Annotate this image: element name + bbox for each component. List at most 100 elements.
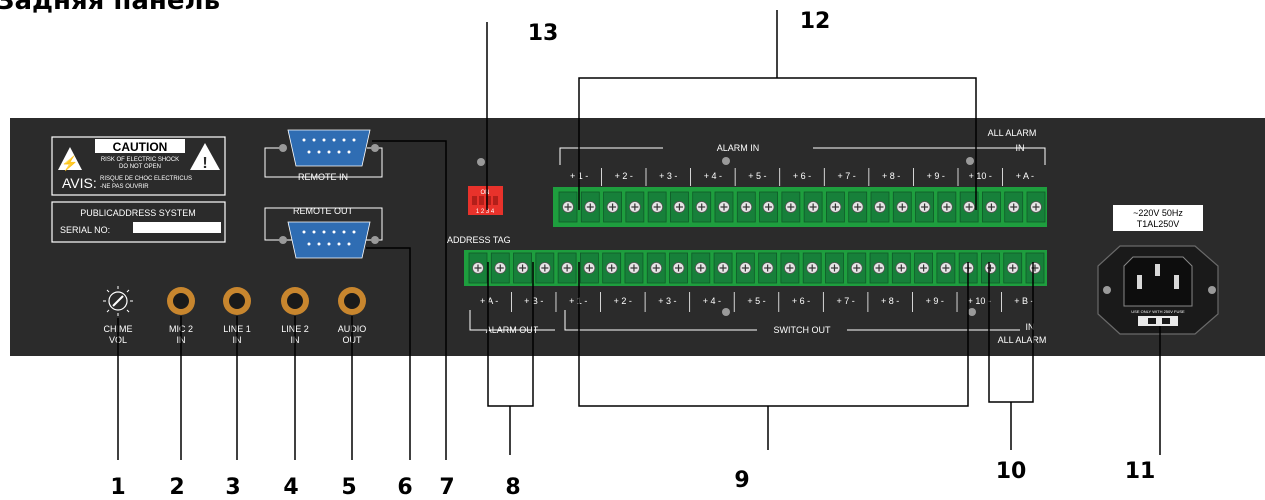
channel-label: + 7 - [836, 296, 854, 306]
in-top-label: IN [1016, 143, 1025, 153]
dip-numbers: 1 2 3 4 [476, 209, 495, 215]
callout-7: 7 [439, 475, 454, 495]
terminal-screw [847, 252, 867, 284]
remote-in-connector: REMOTE IN [264, 129, 383, 182]
alarm-in-label: ALARM IN [717, 143, 760, 153]
caution-line2: DO NOT OPEN [119, 164, 161, 170]
channel-label: + 2 - [615, 171, 633, 181]
terminal-screw [780, 252, 800, 284]
jack-line2 [281, 287, 309, 315]
caution-fr2: -NE PAS OUVRIR [100, 184, 149, 190]
jack-audio-out [338, 287, 366, 315]
chime-vol-knob [103, 286, 133, 316]
terminal-screw [557, 252, 577, 284]
terminal-screw [692, 191, 712, 223]
terminal-screw [535, 252, 555, 284]
channel-label: + 5 - [748, 171, 766, 181]
terminal-screw [870, 191, 890, 223]
terminal-screw [826, 191, 845, 223]
terminal-screw [647, 191, 667, 223]
channel-label: + 9 - [927, 171, 945, 181]
channel-label: + 8 - [881, 296, 899, 306]
remote-out-connector: REMOTE OUT [264, 206, 383, 259]
terminal-screw [735, 252, 755, 284]
remote-in-label: REMOTE IN [298, 172, 348, 182]
terminal-screw [691, 252, 711, 284]
terminal-screw [891, 252, 911, 284]
callout-13: 13 [528, 21, 559, 46]
serial-label-text: SERIAL NO: [60, 225, 110, 235]
terminal-screw [825, 252, 844, 284]
terminal-screw [646, 252, 666, 284]
channel-label: + 3 - [658, 296, 676, 306]
terminal-screw [892, 191, 912, 223]
channel-label: + 4 - [704, 171, 722, 181]
page-title: Задняя панель [0, 0, 221, 16]
warning-right-icon [190, 143, 220, 170]
callout-3: 3 [225, 475, 240, 495]
terminal-screw [603, 191, 622, 223]
power-inlet: ~220V 50Hz T1AL250V USE ONLY WITH 250V F… [1097, 205, 1219, 335]
terminal-screw [580, 252, 599, 284]
fuse-note: USE ONLY WITH 250V FUSE [1131, 309, 1185, 314]
terminal-screw [736, 191, 756, 223]
callout-4: 4 [283, 475, 298, 495]
remote-out-label: REMOTE OUT [293, 206, 354, 216]
terminal-screw [1026, 191, 1046, 223]
terminal-screw [937, 191, 957, 223]
callout-leaders [117, 10, 1161, 460]
terminal-screw [914, 252, 933, 284]
channel-label: + A - [480, 296, 498, 306]
callout-11: 11 [1125, 459, 1156, 484]
switch-out-terminal-block: + A -+ B -+ 1 -+ 2 -+ 3 -+ 4 -+ 5 -+ 6 -… [464, 250, 1047, 345]
terminal-screw [869, 252, 889, 284]
svg-text:!: ! [202, 155, 207, 172]
callout-12: 12 [800, 9, 831, 34]
serial-label: PUBLICADDRESS SYSTEM SERIAL NO: [51, 201, 226, 243]
terminal-screw [670, 191, 689, 223]
terminal-screw [1025, 252, 1045, 284]
all-alarm-bottom-label: ALL ALARM [998, 335, 1047, 345]
terminal-screw [936, 252, 956, 284]
terminal-screw [959, 191, 979, 223]
jack-line1 [223, 287, 251, 315]
channel-label: + 6 - [792, 296, 810, 306]
terminal-screw [915, 191, 934, 223]
system-name: PUBLICADDRESS SYSTEM [80, 208, 196, 218]
callout-9: 9 [734, 468, 749, 493]
channel-label: + A - [1016, 171, 1034, 181]
caution-heading: CAUTION [113, 140, 168, 154]
terminal-screw [714, 191, 734, 223]
svg-text:⚡: ⚡ [61, 155, 78, 172]
callout-8: 8 [505, 475, 520, 495]
jack-mic2 [167, 287, 195, 315]
terminal-screw [490, 252, 510, 284]
terminal-screw [802, 252, 822, 284]
channel-label: + 2 - [614, 296, 632, 306]
terminal-screw [1004, 191, 1024, 223]
callout-1: 1 [110, 475, 125, 495]
channel-label: + B - [1014, 296, 1033, 306]
dip-on-label: ON [481, 190, 490, 196]
rear-panel [10, 118, 1265, 356]
channel-label: + 3 - [659, 171, 677, 181]
caution-brand: AVIS: [62, 175, 97, 191]
terminal-screw [848, 191, 868, 223]
power-rating: ~220V 50Hz [1133, 208, 1183, 218]
warning-left-icon [58, 147, 82, 170]
terminal-screw [625, 191, 645, 223]
terminal-screw [981, 252, 1000, 284]
terminal-screw [580, 191, 600, 223]
terminal-screw [513, 252, 532, 284]
callout-2: 2 [169, 475, 184, 495]
channel-label: + 7 - [837, 171, 855, 181]
callout-5: 5 [341, 475, 356, 495]
terminal-screw [759, 191, 778, 223]
channel-label: + 9 - [926, 296, 944, 306]
caution-label: CAUTION ⚡ ! RISK OF ELECTRIC SHOCK DO NO… [51, 136, 226, 196]
terminal-screw [602, 252, 622, 284]
callout-6: 6 [397, 475, 412, 495]
address-tag-label: ADDRESS TAG [447, 235, 511, 245]
terminal-screw [713, 252, 733, 284]
